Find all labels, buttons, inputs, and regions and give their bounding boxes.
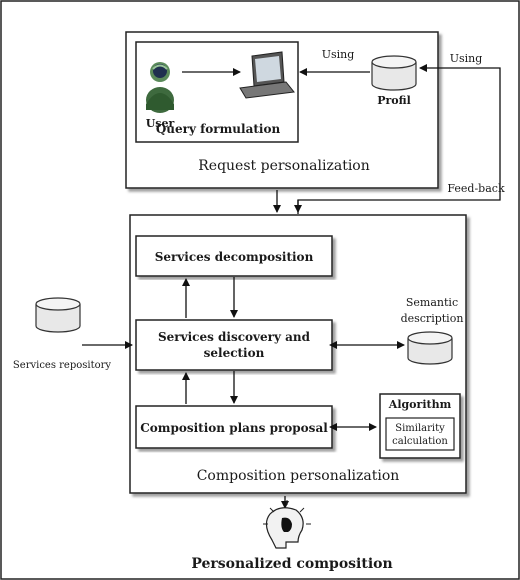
using-inner-label: Using	[322, 48, 355, 61]
semantic-label-1: Semantic	[406, 296, 458, 309]
profile-label: Profil	[377, 94, 411, 107]
similarity-box	[385, 417, 455, 451]
composition-plans-label: Composition plans proposal	[140, 421, 328, 435]
laptop-icon	[239, 51, 295, 99]
feedback-label: Feed-back	[447, 182, 505, 195]
request-personalization-panel: User Query formulation Profil Using Requ…	[125, 31, 439, 189]
services-decomposition-label: Services decomposition	[155, 250, 314, 264]
services-discovery-box	[135, 319, 333, 371]
profile-database-icon	[371, 55, 417, 91]
lightbulb-head-icon	[263, 500, 311, 549]
repository-database-icon	[35, 297, 81, 333]
personalized-composition-label: Personalized composition	[191, 556, 392, 572]
composition-section-title: Composition personalization	[197, 468, 400, 484]
user-icon	[146, 62, 174, 113]
semantic-database-icon	[407, 331, 453, 365]
similarity-label-2: calculation	[392, 436, 448, 447]
services-discovery-label-1: Services discovery and	[158, 330, 311, 344]
services-discovery-label-2: selection	[204, 346, 265, 360]
similarity-label-1: Similarity	[395, 423, 445, 434]
repository-label: Services repository	[13, 360, 111, 371]
query-formulation-title: Query formulation	[156, 122, 281, 136]
semantic-label-2: description	[401, 312, 464, 325]
services-decomposition-box	[135, 235, 333, 277]
using-outer-label: Using	[450, 52, 483, 65]
user-label: User	[146, 117, 175, 130]
request-section-title: Request personalization	[198, 158, 370, 174]
algorithm-title: Algorithm	[388, 398, 452, 411]
